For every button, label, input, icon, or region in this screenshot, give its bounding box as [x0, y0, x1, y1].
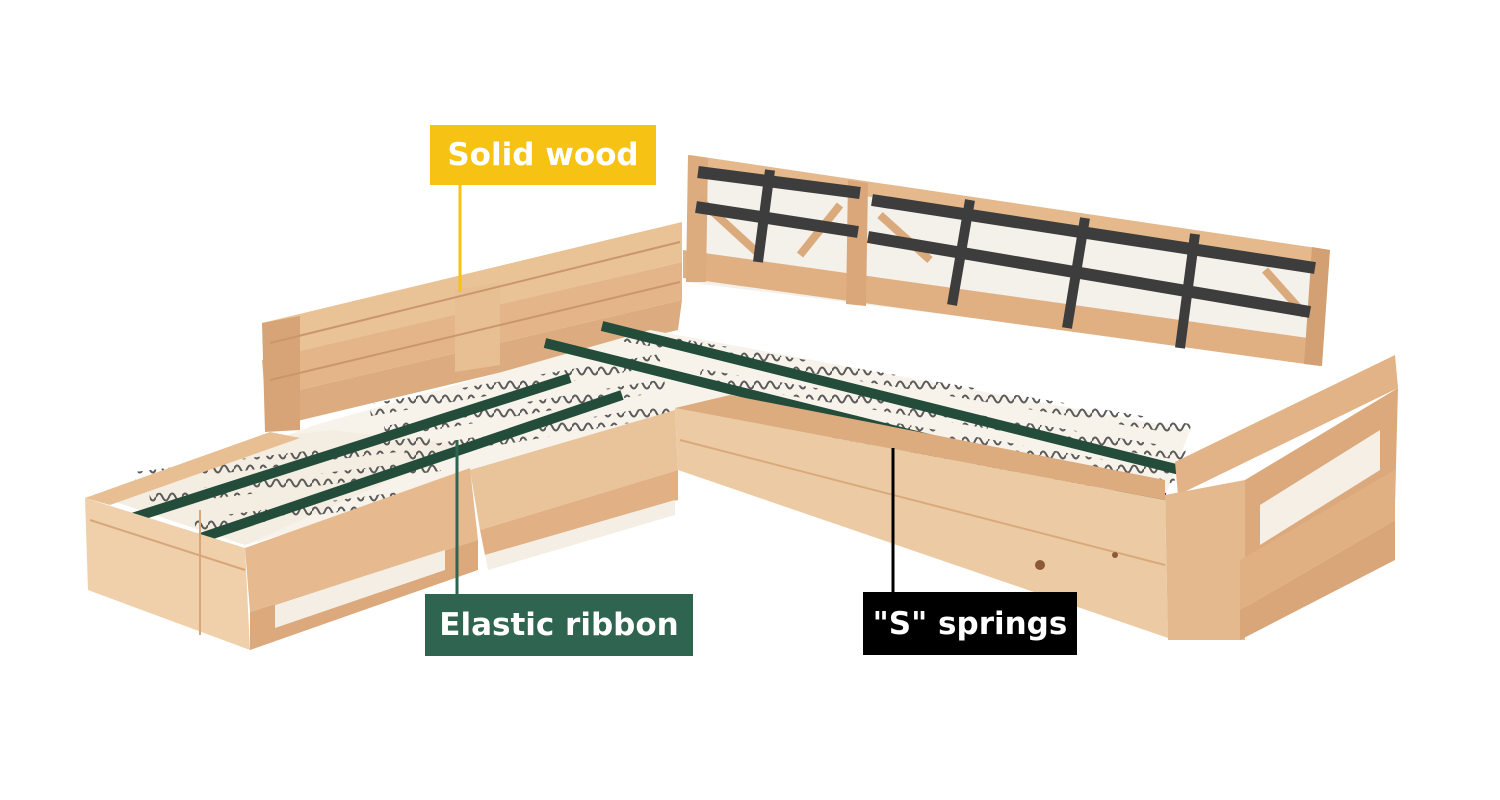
left-chaise [85, 432, 478, 650]
s-springs-callout: "S" springs [863, 592, 1077, 655]
corner-seat [470, 410, 678, 570]
s-springs-label: "S" springs [872, 605, 1068, 642]
back-webbing [695, 166, 1316, 349]
leader-lines [455, 183, 895, 596]
right-armrest [1165, 355, 1398, 640]
main-seat-front [675, 395, 1168, 638]
solid-wood-label: Solid wood [447, 137, 639, 173]
elastic-ribbon-label: Elastic ribbon [439, 607, 679, 643]
solid-wood-callout: Solid wood [430, 125, 656, 185]
left-back-rails [262, 222, 682, 432]
elastic-ribbon-callout: Elastic ribbon [425, 594, 693, 656]
